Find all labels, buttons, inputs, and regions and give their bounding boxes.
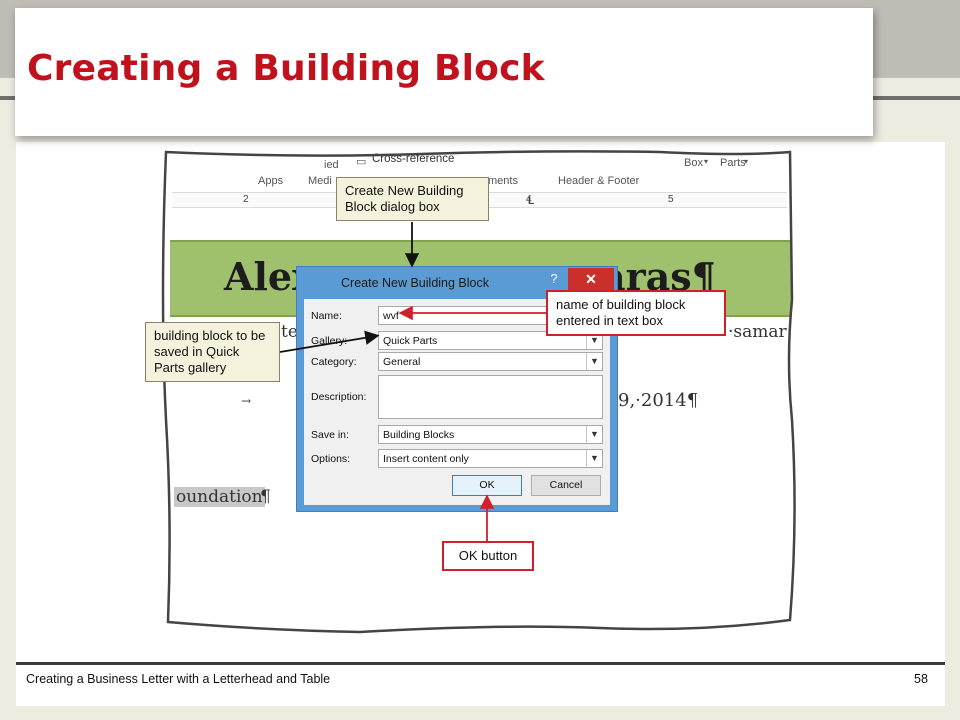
slide-title: Creating a Building Block [27,48,545,89]
callout-name-entered: name of building block entered in text b… [546,290,726,336]
chevron-down-icon: ▼ [586,426,602,443]
gallery-label: Gallery: [311,335,348,347]
help-button[interactable]: ? [550,271,558,286]
chevron-down-icon: ▼ [586,332,602,349]
ribbon-group-header-footer: Header & Footer [558,175,640,187]
options-select[interactable]: Insert content only ▼ [378,449,603,468]
gallery-value: Quick Parts [383,335,438,347]
selected-pilcrow: ¶ [260,487,271,507]
description-input[interactable] [378,375,603,419]
save-in-label: Save in: [311,429,349,441]
ribbon: ▭ Cross-reference ied Box ▾ Parts ▾ Apps… [166,152,791,192]
selected-text-content: oundation [176,487,263,507]
cancel-button[interactable]: Cancel [531,475,601,496]
ruler-mark: 4 [526,194,532,205]
save-in-value: Building Blocks [383,429,455,441]
chevron-down-icon: ▾ [704,157,709,166]
options-value: Insert content only [383,453,469,465]
tab-arrow: → [241,394,252,408]
callout-ok-button: OK button [442,541,534,571]
ribbon-group-media: Medi [308,175,332,187]
tab-stop-marker[interactable]: L [528,196,535,207]
close-button[interactable]: ✕ [568,268,614,290]
ribbon-group-apps: Apps [258,175,284,187]
description-label: Description: [311,391,367,403]
ribbon-ied: ied [324,159,339,171]
save-in-select[interactable]: Building Blocks ▼ [378,425,603,444]
dialog-title: Create New Building Block [341,276,489,290]
ruler-mark: 2 [243,194,249,205]
name-value: wvf [383,310,399,322]
page-number: 58 [914,672,928,686]
cross-reference-icon: ▭ [356,156,367,168]
date-line: 9,·2014¶ [618,390,699,411]
chevron-down-icon: ▼ [586,450,602,467]
title-card: Creating a Building Block [15,8,873,136]
letterhead-sub-left: te [281,322,298,342]
dialog-titlebar[interactable]: Create New Building Block ? ✕ [297,267,617,297]
letterhead-sub-right: ·samar [728,322,787,342]
selected-text[interactable]: oundation [174,487,265,507]
footer-rule [16,662,945,665]
chevron-down-icon: ▼ [586,353,602,370]
ribbon-parts[interactable]: Parts [720,157,746,169]
ribbon-group-comments: ments [488,175,518,187]
ribbon-box[interactable]: Box [684,157,703,169]
callout-gallery: building block to be saved in Quick Part… [145,322,280,382]
options-label: Options: [311,453,351,465]
arrow-gallery [279,330,380,353]
ruler-mark: 5 [668,194,674,205]
category-label: Category: [311,356,357,368]
category-select[interactable]: General ▼ [378,352,603,371]
chevron-down-icon: ▾ [744,157,749,166]
category-value: General [383,356,421,368]
name-label: Name: [311,310,342,322]
callout-dialog-box: Create New Building Block dialog box [336,177,489,221]
footer-text: Creating a Business Letter with a Letter… [26,672,331,686]
